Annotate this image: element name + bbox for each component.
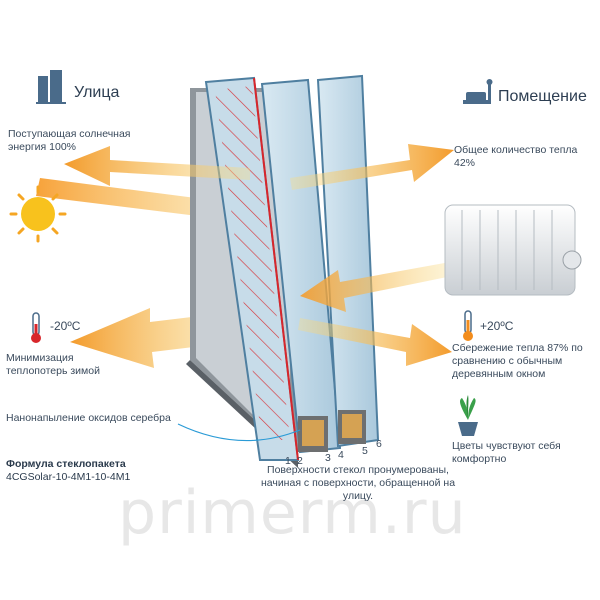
- thermometer-warm-icon: [463, 310, 473, 341]
- surface-number-2: 2: [297, 455, 303, 467]
- arrow-total-heat: [290, 144, 454, 190]
- surface-number-4: 4: [338, 449, 344, 461]
- coating-label: Нанонапыление оксидов серебра: [6, 412, 171, 424]
- heat-loss-label: Минимизация теплопотерь зимой: [6, 352, 100, 377]
- solar-energy-label: Поступающая солнечная энергия 100%: [8, 128, 131, 153]
- arrow-inside-heat-2: [298, 318, 452, 366]
- outside-temp-label: -20ºС: [50, 319, 81, 333]
- plant-icon: [458, 395, 478, 436]
- coating-pointer-line: [177, 423, 301, 442]
- arrow-incoming-solar: [36, 178, 290, 236]
- street-title: Улица: [74, 84, 120, 101]
- surface-number-1: 1: [285, 455, 291, 467]
- room-title: Помещение: [498, 88, 587, 105]
- arrow-inside-heat-1: [300, 262, 452, 312]
- radiator-icon: [444, 204, 582, 296]
- inside-temp-label: +20ºС: [480, 319, 514, 333]
- watermark: primerm.ru: [118, 478, 467, 548]
- thermometer-cold-icon: [31, 312, 41, 343]
- surface-number-3: 3: [325, 452, 331, 464]
- surface-number-5: 5: [362, 445, 368, 457]
- spacer-bars: [298, 410, 366, 452]
- heat-saving-label: Сбережение тепла 87% по сравнению с обыч…: [452, 342, 583, 380]
- formula-value: 4CGSolar-10-4M1-10-4M1: [6, 471, 131, 483]
- surfaces-note: Поверхности стекол пронумерованы, начина…: [260, 464, 456, 502]
- total-heat-label: Общее количество тепла 42%: [454, 144, 578, 169]
- sun-icon: [9, 185, 67, 243]
- arrow-reflected-solar: [64, 146, 250, 186]
- glass-pane-middle: [260, 78, 342, 454]
- room-icon: [463, 79, 493, 104]
- formula-title: Формула стеклопакета: [6, 458, 126, 470]
- surface-number-6: 6: [376, 438, 382, 450]
- building-icon: [36, 70, 66, 104]
- plants-label: Цветы чувствуют себя комфортно: [452, 440, 561, 465]
